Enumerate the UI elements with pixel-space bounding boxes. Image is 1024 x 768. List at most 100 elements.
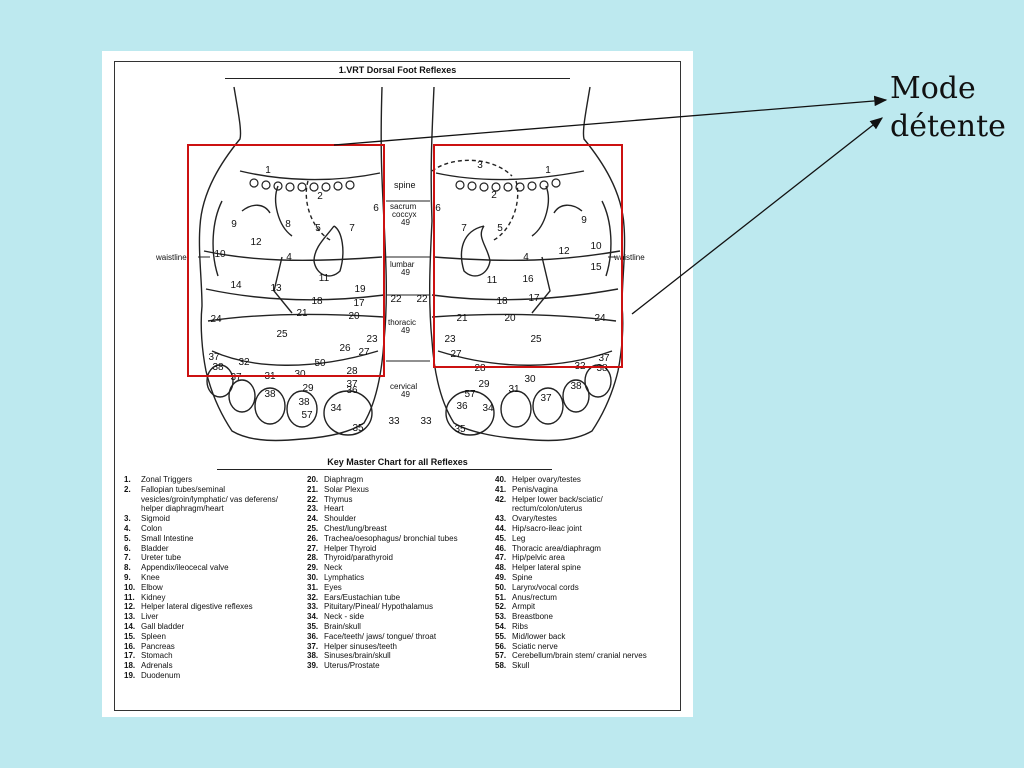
key-entry-text: Mid/lower back (512, 631, 566, 641)
key-entry: 13.Liver (124, 612, 284, 622)
key-entry: 43.Ovary/testes (495, 514, 665, 524)
key-entry-text: Sigmoid (141, 514, 170, 524)
zone-number: 36 (456, 401, 468, 412)
key-entry-text: Small Intestine (141, 533, 194, 543)
key-entry-number: 6. (124, 543, 131, 553)
key-entry: 51.Anus/rectum (495, 593, 665, 603)
key-entry-text: Helper lateral spine (512, 563, 581, 573)
zone-number: 29 (478, 379, 490, 390)
zone-number: 21 (456, 313, 468, 324)
key-entry-number: 18. (124, 661, 136, 671)
zone-number: 30 (524, 374, 536, 385)
key-entry-text: Spleen (141, 631, 166, 641)
key-entry-text: Duodenum (141, 670, 181, 680)
key-entry: 14.Gall bladder (124, 622, 284, 632)
key-entry-text: Helper sinuses/teeth (324, 641, 397, 651)
key-entry: 40.Helper ovary/testes (495, 475, 665, 485)
key-entry-text: Ureter tube (141, 553, 182, 563)
key-entry: 58.Skull (495, 661, 665, 671)
key-entry-number: 4. (124, 523, 131, 533)
key-entry-number: 2. (124, 484, 131, 494)
key-entry: 39.Uterus/Prostate (307, 661, 487, 671)
key-entry-number: 42. (495, 494, 507, 504)
key-entry-text: Thyroid/parathyroid (324, 553, 393, 563)
key-entry: 12.Helper lateral digestive reflexes (124, 602, 284, 612)
key-entry-number: 46. (495, 543, 507, 553)
key-entry-number: 31. (307, 582, 319, 592)
zone-number: 3 (477, 160, 483, 171)
zone-number: 36 (346, 385, 358, 396)
key-entry-number: 15. (124, 631, 136, 641)
waistline-label-left: waistline (155, 253, 187, 262)
key-entry-number: 58. (495, 661, 507, 671)
zone-number: 26 (339, 343, 351, 354)
zone-number: 57 (301, 410, 313, 421)
zone-number: 11 (487, 275, 498, 286)
key-entry-text: Diaphragm (324, 475, 364, 484)
key-entry: 45.Leg (495, 534, 665, 544)
key-entry-number: 1. (124, 475, 131, 484)
key-entry: 53.Breastbone (495, 612, 665, 622)
key-entry: 25.Chest/lung/breast (307, 524, 487, 534)
zone-number: 33 (388, 416, 400, 427)
key-entry-number: 12. (124, 602, 136, 612)
zone-number: 15 (590, 262, 602, 273)
key-entry-text: Solar Plexus (324, 484, 369, 494)
key-entry: 10.Elbow (124, 583, 284, 593)
zone-number: 14 (230, 280, 242, 291)
zone-number: 29 (302, 383, 314, 394)
key-entry: 15. Spleen (124, 632, 284, 642)
key-entry-number: 40. (495, 475, 507, 484)
key-entry-text: Face/teeth/ jaws/ tongue/ throat (324, 631, 437, 641)
key-entry-number: 43. (495, 514, 507, 524)
key-entry-number: 16. (124, 641, 136, 651)
key-entry: 3.Sigmoid (124, 514, 284, 524)
key-entry-number: 41. (495, 484, 507, 494)
sacrum-zone-number: 49 (401, 218, 410, 227)
key-entry: 28.Thyroid/parathyroid (307, 553, 487, 563)
zone-number: 27 (358, 347, 370, 358)
zone-number: 4 (523, 252, 529, 263)
key-entry-number: 19. (124, 670, 136, 680)
zone-number: 37 (230, 372, 242, 383)
key-entry-number: 24. (307, 514, 319, 524)
sacrum-label: sacrum (390, 202, 417, 211)
key-entry: 57.Cerebellum/brain stem/ cranial nerves (495, 651, 665, 661)
key-entry: 37.Helper sinuses/teeth (307, 642, 487, 652)
key-entry-text: Helper lower back/sciatic/ rectum/colon/… (512, 494, 603, 514)
zone-number: 28 (346, 366, 358, 377)
key-entry-text: Shoulder (324, 514, 357, 524)
key-entry: 29.Neck (307, 563, 487, 573)
key-entry-number: 34. (307, 612, 319, 622)
key-entry: 41.Penis/vagina (495, 485, 665, 495)
key-entry: 48.Helper lateral spine (495, 563, 665, 573)
key-entry-number: 11. (124, 592, 135, 602)
zone-number: 57 (464, 389, 476, 400)
zone-number: 12 (250, 237, 262, 248)
key-entry: 19. Duodenum (124, 671, 284, 681)
zonal-trigger-dots-right (455, 178, 561, 192)
key-entry-number: 9. (124, 572, 131, 582)
key-entry: 2.Fallopian tubes/seminal vesicles/groin… (124, 485, 284, 514)
key-entry-number: 52. (495, 602, 507, 612)
key-entry-number: 22. (307, 494, 319, 504)
key-entry-number: 10. (124, 582, 136, 592)
zone-number: 34 (482, 403, 494, 414)
zone-number: 24 (594, 313, 606, 324)
highlight-box-right (433, 144, 623, 368)
key-entry: 50.Larynx/vocal cords (495, 583, 665, 593)
zone-number: 38 (298, 397, 310, 408)
key-entry-text: Hip/pelvic area (512, 553, 565, 563)
zone-number: 23 (444, 334, 456, 345)
key-entry: 46.Thoracic area/diaphragm (495, 544, 665, 554)
zone-number: 38 (570, 381, 582, 392)
key-entry: 30.Lymphatics (307, 573, 487, 583)
key-entry: 52.Armpit (495, 602, 665, 612)
zone-number: 50 (314, 358, 326, 369)
key-entry-number: 38. (307, 651, 319, 661)
key-entry-number: 8. (124, 563, 131, 573)
lumbar-zone-number: 49 (401, 268, 410, 277)
